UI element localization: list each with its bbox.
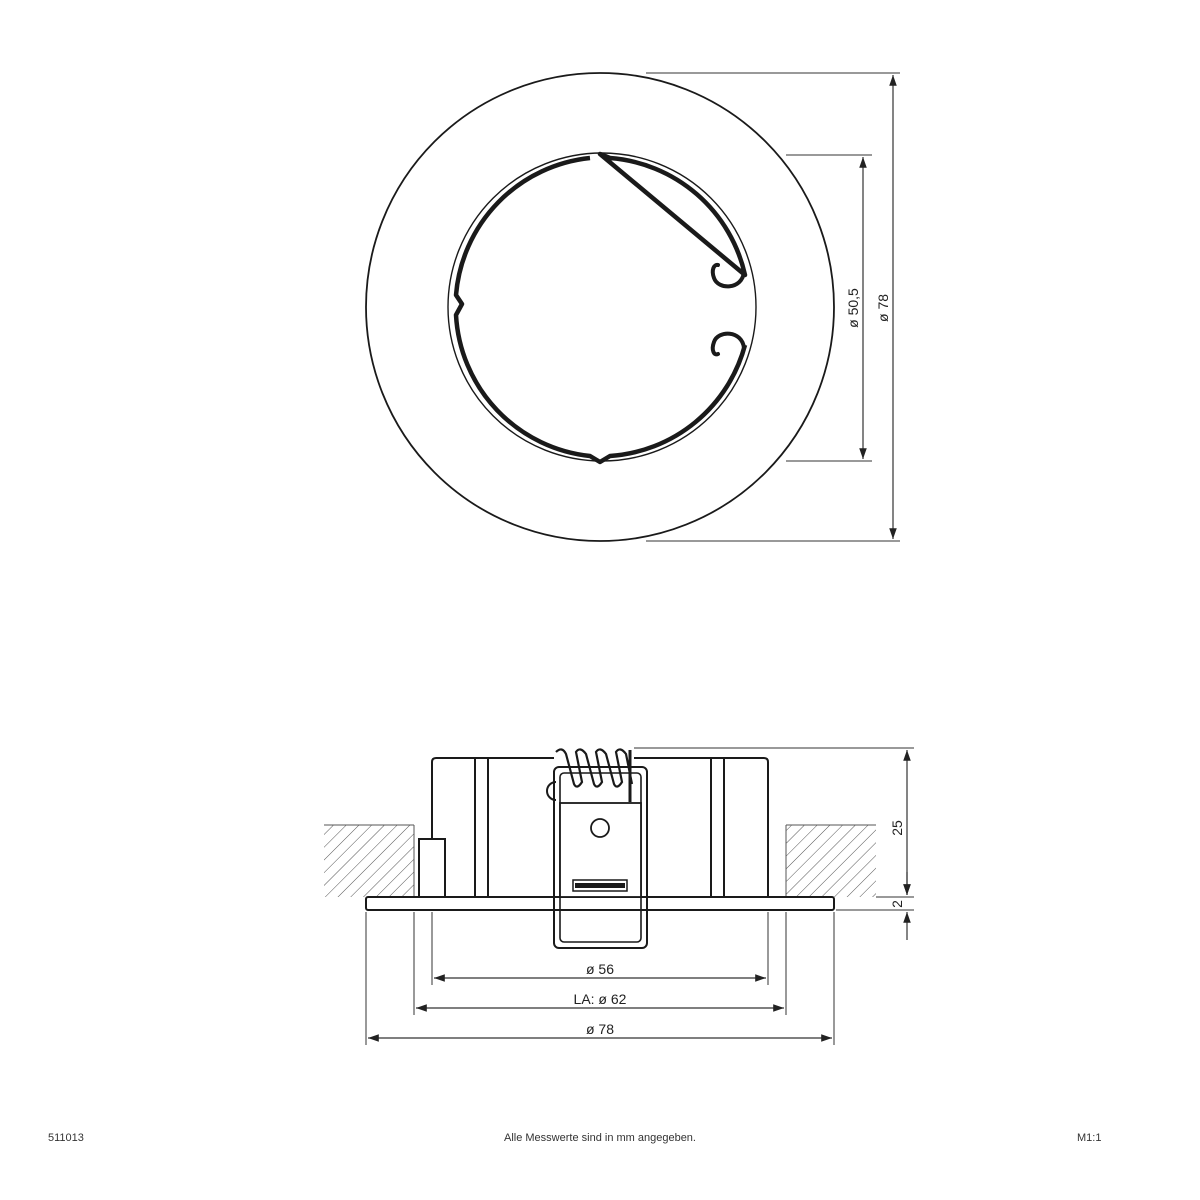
inner-ring-outline bbox=[447, 152, 757, 462]
dim-78-label: ø 78 bbox=[586, 1021, 614, 1037]
clip-rivet bbox=[590, 818, 610, 838]
terminal-block bbox=[418, 838, 446, 898]
inner-diameter-label: ø 50,5 bbox=[845, 288, 861, 328]
housing-body bbox=[431, 757, 769, 897]
flange-label: 2 bbox=[889, 900, 905, 908]
spring-hook-upper bbox=[710, 262, 746, 289]
outer-diameter-label: ø 78 bbox=[875, 294, 891, 322]
dim-62-label: LA: ø 62 bbox=[574, 991, 627, 1007]
flange bbox=[365, 896, 835, 911]
spring-clip-bracket bbox=[553, 766, 648, 949]
measurement-note: Alle Messwerte sind in mm angegeben. bbox=[504, 1132, 696, 1144]
side-view: 25 2 ø 56 LA: ø 62 ø 78 bbox=[324, 747, 914, 1045]
article-number: 511013 bbox=[48, 1132, 84, 1144]
coil-spring bbox=[555, 748, 634, 802]
ceiling-section-right bbox=[786, 825, 876, 897]
height-label: 25 bbox=[889, 820, 905, 836]
outer-rim-circle bbox=[365, 72, 835, 542]
dim-56-label: ø 56 bbox=[586, 961, 614, 977]
scale-label: M1:1 bbox=[1077, 1132, 1102, 1144]
spring-hook-lower bbox=[710, 331, 746, 357]
top-view: ø 50,5 ø 78 bbox=[365, 72, 900, 542]
retaining-ring bbox=[453, 151, 748, 465]
ceiling-section-left bbox=[324, 825, 414, 897]
